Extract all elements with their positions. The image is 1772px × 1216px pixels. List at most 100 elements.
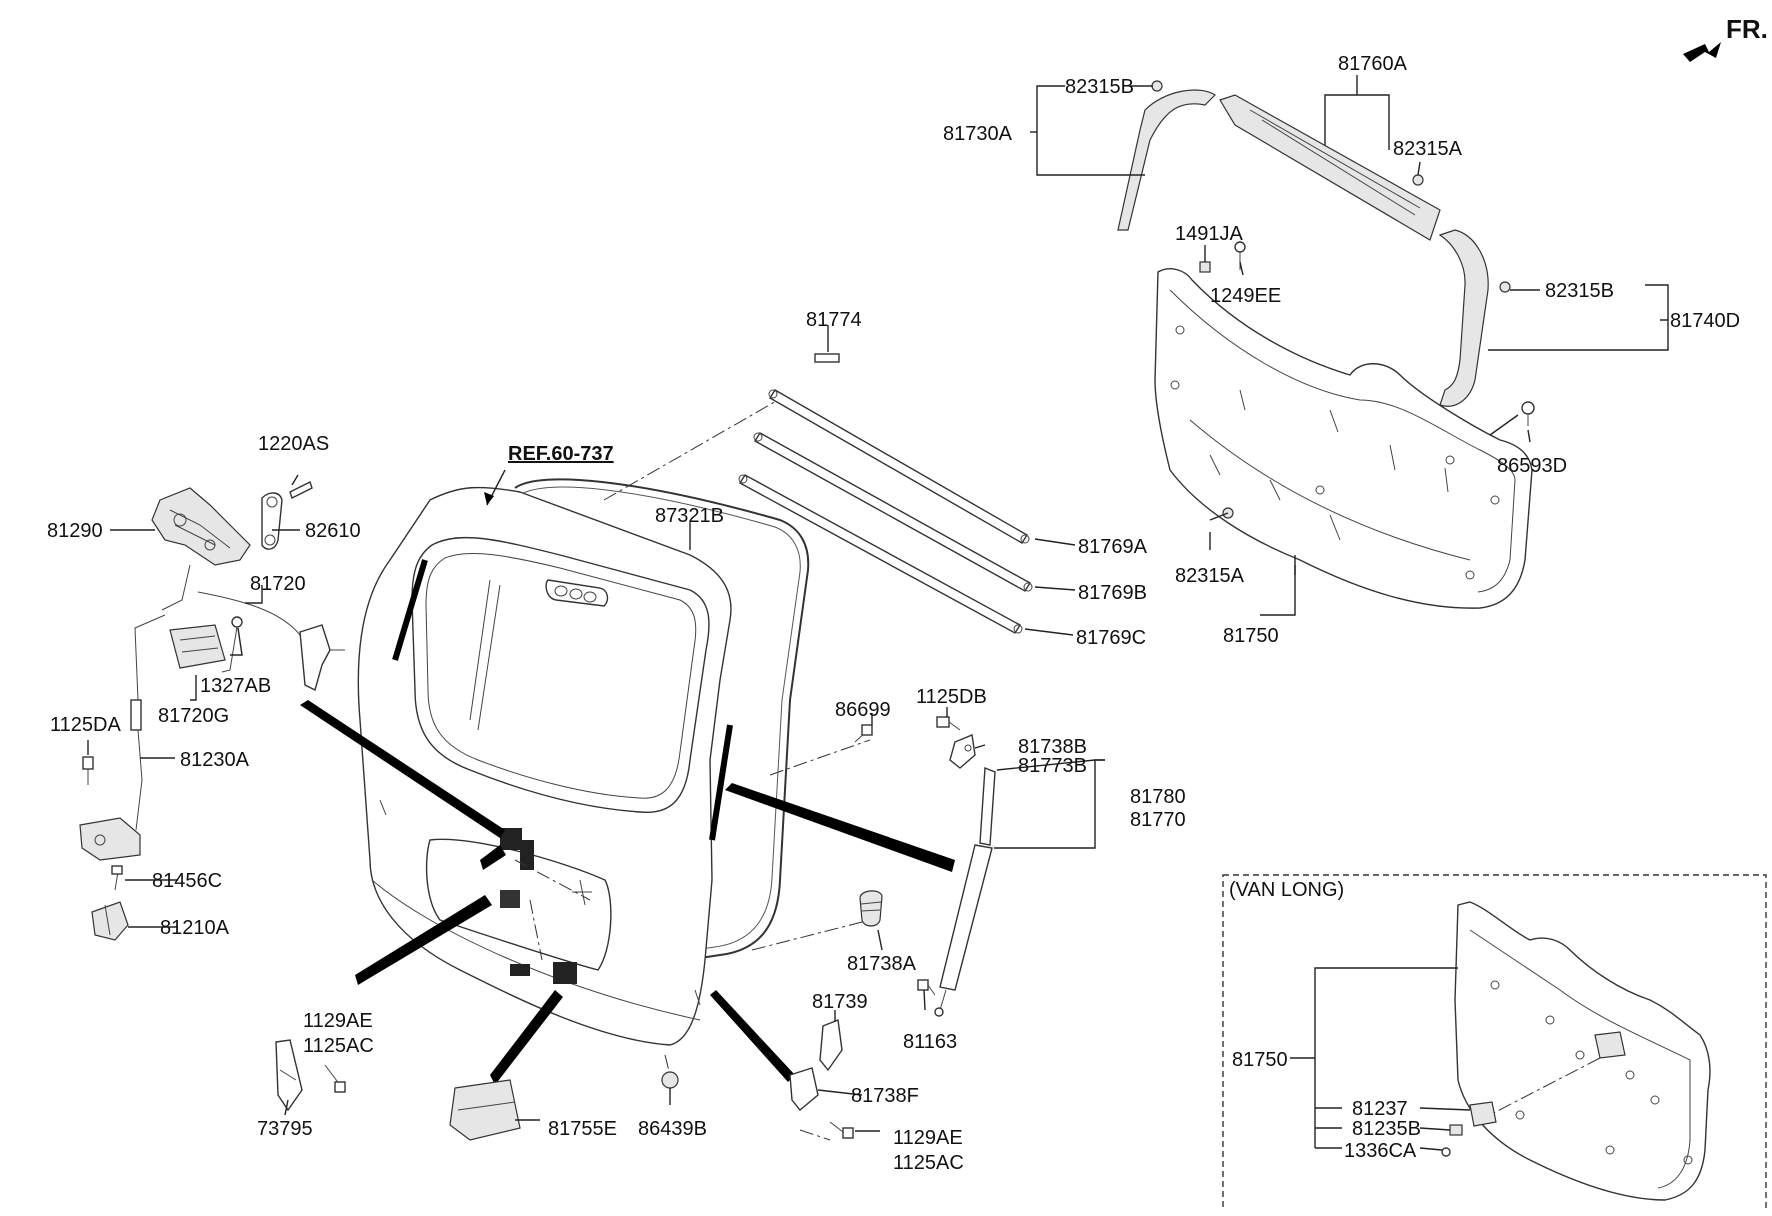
cover-81237-mount [1594, 1031, 1626, 1059]
label-87321b: 87321B [655, 505, 724, 527]
label-81740d: 81740D [1670, 310, 1740, 332]
lamp-81755e [449, 1079, 521, 1141]
bumper-81738a [859, 890, 883, 927]
bolt-1220as [289, 481, 313, 499]
latch-assembly-81290 [151, 487, 251, 611]
rod-81774 [814, 353, 840, 363]
label-81770: 81770 [1130, 809, 1186, 831]
pointer-band [355, 895, 492, 985]
label-81769b: 81769B [1078, 582, 1147, 604]
callout-labels: 1220AS 81290 82610 81720 1327AB 81720G 1… [47, 53, 1740, 1174]
label-81750: 81750 [1223, 625, 1279, 647]
label-1129ae-b: 1129AE [893, 1127, 963, 1149]
switch-81720g [169, 616, 243, 673]
pointer-band [725, 783, 955, 872]
label-1220as: 1220AS [258, 433, 329, 455]
clip-86439b [661, 1071, 679, 1089]
label-1336ca: 1336CA [1344, 1140, 1417, 1162]
bracket-81738f [789, 1067, 819, 1111]
inner-trim-panel-81750 [1154, 268, 1533, 609]
label-1491ja: 1491JA [1175, 223, 1243, 245]
link-82610 [261, 492, 283, 550]
label-81730a: 81730A [943, 123, 1013, 145]
van-long-label: (VAN LONG) [1229, 879, 1344, 901]
label-81235b: 81235B [1352, 1118, 1421, 1140]
rod-81769c [738, 474, 1023, 634]
label-1327ab: 1327AB [200, 675, 271, 697]
pointer-band [300, 700, 505, 838]
screw-1336ca [1441, 1147, 1451, 1157]
van-long-frame [1222, 874, 1767, 1216]
striker-81210a [91, 901, 129, 941]
pointer-band [490, 990, 563, 1085]
rod-81769b [753, 432, 1033, 592]
rod-81769a [768, 389, 1030, 544]
label-81755e: 81755E [548, 1118, 617, 1140]
label-81769c: 81769C [1076, 627, 1146, 649]
pointer-band [710, 990, 795, 1082]
label-1125ac-a: 1125AC [303, 1035, 374, 1057]
van-long-section: (VAN LONG) [1222, 874, 1767, 1216]
front-direction-arrow: FR. [1683, 14, 1768, 62]
ref-label: REF.60-737 [508, 443, 614, 465]
label-81773b: 81773B [1018, 755, 1087, 777]
leader-lines [87, 75, 1669, 1151]
label-81738f: 81738F [851, 1085, 919, 1107]
bracket-81739 [819, 1019, 843, 1072]
label-81739: 81739 [812, 991, 868, 1013]
label-81720: 81720 [250, 573, 306, 595]
van-long-inner-panel [1454, 901, 1711, 1201]
label-81760a: 81760A [1338, 53, 1408, 75]
label-81290: 81290 [47, 520, 103, 542]
screw-1249ee [1234, 241, 1246, 270]
bolt-1129ae-a [324, 1064, 346, 1093]
high-mount-stop-lamp [545, 579, 609, 607]
bolt-1129ae-b [829, 1121, 854, 1139]
label-86699: 86699 [835, 699, 891, 721]
label-81769a: 81769A [1078, 536, 1148, 558]
label-81456c: 81456C [152, 870, 222, 892]
cover-81237 [1469, 1101, 1497, 1127]
cable-81720 [197, 591, 345, 692]
label-81237: 81237 [1352, 1098, 1408, 1120]
tailgate-assembly: REF.60-737 [300, 399, 955, 1141]
label-81163: 81163 [903, 1031, 957, 1053]
rod-81230a [130, 614, 166, 831]
gas-strut-81780 [934, 766, 996, 1017]
bolt-81456c [111, 865, 123, 891]
label-86439b: 86439B [638, 1118, 707, 1140]
clip-82315a-top [1412, 174, 1424, 186]
label-1249ee: 1249EE [1210, 285, 1281, 307]
trim-81730a [1117, 89, 1216, 231]
label-81750-van: 81750 [1232, 1049, 1288, 1071]
label-81738a: 81738A [847, 953, 917, 975]
screw-86593d [1521, 401, 1535, 426]
clip-82315b-top [1151, 80, 1163, 92]
label-86593d: 86593D [1497, 455, 1567, 477]
label-82315b-top: 82315B [1065, 76, 1134, 98]
label-82315a-top: 82315A [1393, 138, 1463, 160]
trim-81740d [1438, 229, 1489, 407]
label-82315b-right: 82315B [1545, 280, 1614, 302]
label-81210a: 81210A [160, 917, 230, 939]
trim-81760a [1219, 94, 1441, 241]
label-73795: 73795 [257, 1118, 313, 1140]
weatherstrip-87321b [514, 478, 810, 959]
bolt-1125db [936, 716, 961, 731]
bolt-81163 [917, 979, 936, 996]
pointer-band [480, 845, 506, 870]
label-81738b: 81738B [1018, 736, 1087, 758]
label-1125db: 1125DB [916, 686, 987, 708]
clip-81235b [1449, 1124, 1463, 1136]
label-1125ac-b: 1125AC [893, 1152, 964, 1174]
latch-81230a-lower [79, 817, 141, 861]
label-81720g: 81720G [158, 705, 229, 727]
label-1125da: 1125DA [50, 714, 121, 736]
fr-label: FR. [1726, 14, 1768, 44]
label-82315a-bottom: 82315A [1175, 565, 1245, 587]
label-81230a: 81230A [180, 749, 250, 771]
label-81780: 81780 [1130, 786, 1186, 808]
clip-1491ja [1199, 261, 1211, 273]
